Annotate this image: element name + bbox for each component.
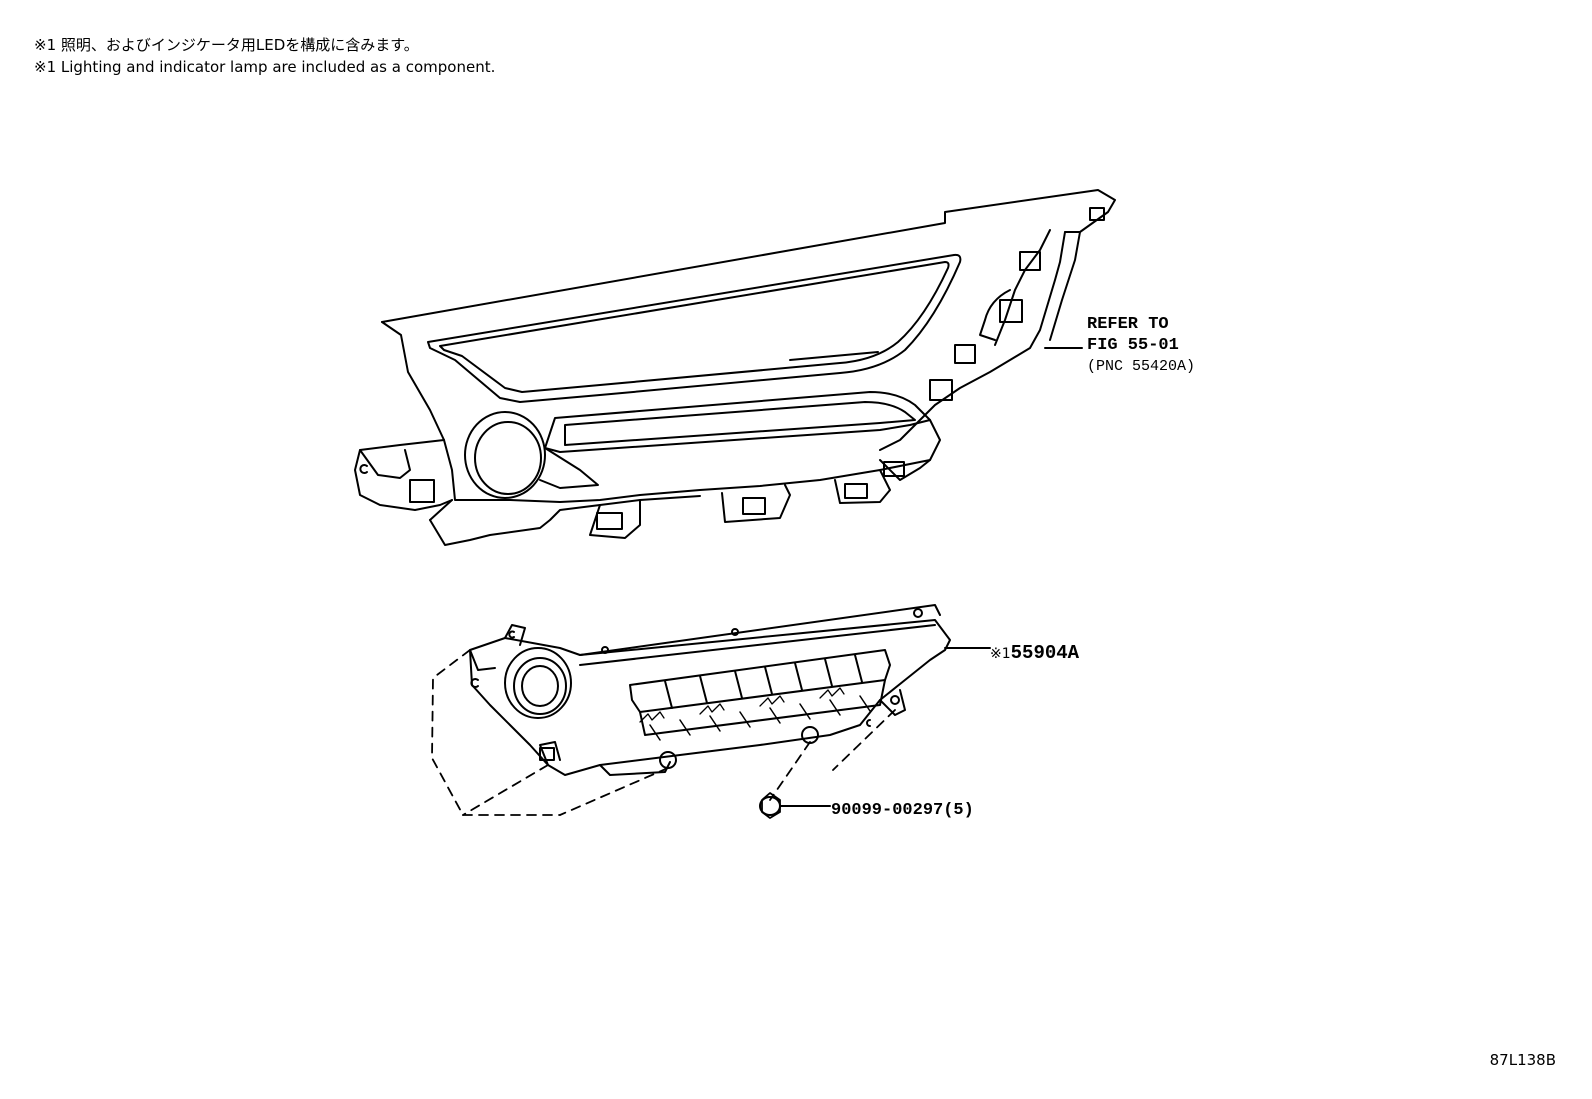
refer-line-2: FIG 55-01	[1087, 336, 1179, 355]
bolt-icon	[759, 792, 791, 819]
part-number-switch-assembly: ※155904A	[990, 643, 1079, 665]
figure-code: 87L138B	[1489, 1051, 1556, 1069]
part-number-text: 55904A	[1010, 642, 1080, 664]
instrument-panel-bezel	[354, 189, 1116, 546]
refer-line-3: (PNC 55420A)	[1087, 358, 1196, 375]
switch-assembly	[469, 604, 951, 776]
footnote-japanese: ※1 照明、およびインジケータ用LEDを構成に含みます。	[34, 36, 419, 54]
part-number-bolt: 90099-00297(5)	[831, 801, 974, 820]
footnote-english: ※1 Lighting and indicator lamp are inclu…	[34, 58, 496, 76]
phantom-lines	[431, 649, 896, 816]
refer-to-callout: REFER TO FIG 55-01 (PNC 55420A)	[1087, 314, 1195, 377]
footnote-mark: ※1	[990, 646, 1011, 662]
refer-line-1: REFER TO	[1087, 315, 1169, 334]
